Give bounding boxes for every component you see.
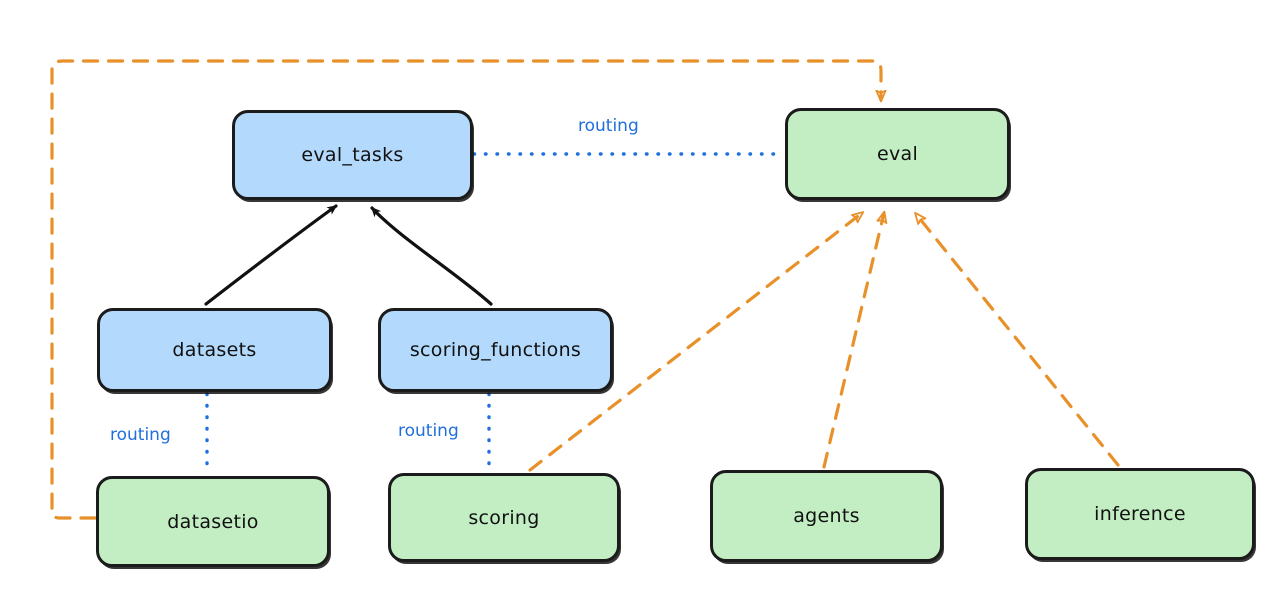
node-label-datasets: datasets xyxy=(172,339,257,361)
node-label-datasetio: datasetio xyxy=(167,510,259,533)
node-label-eval: eval xyxy=(876,143,919,165)
node-agents[interactable]: agents xyxy=(710,470,943,562)
edge-scoring-functions-to-eval-tasks xyxy=(370,206,493,306)
edge-datasets-to-eval-tasks xyxy=(204,204,338,306)
node-label-eval-tasks: eval_tasks xyxy=(301,144,404,166)
node-scoring-functions[interactable]: scoring_functions xyxy=(378,308,613,392)
node-eval[interactable]: eval xyxy=(785,108,1010,200)
edge-label-routing-eval-tasks-eval: routing xyxy=(578,116,639,136)
edge-inference-to-eval xyxy=(916,214,1120,467)
node-scoring[interactable]: scoring xyxy=(388,473,620,562)
node-inference[interactable]: inference xyxy=(1025,468,1255,560)
node-datasets[interactable]: datasets xyxy=(97,308,332,392)
edge-label-routing-datasets-datasetio: routing xyxy=(110,425,171,445)
node-datasetio[interactable]: datasetio xyxy=(96,476,330,567)
node-label-scoring: scoring xyxy=(468,506,540,529)
node-eval-tasks[interactable]: eval_tasks xyxy=(232,110,473,200)
node-label-agents: agents xyxy=(793,505,860,527)
edge-label-routing-scoring-functions-scoring: routing xyxy=(398,421,459,441)
node-label-scoring-functions: scoring_functions xyxy=(409,339,582,361)
edge-agents-to-eval xyxy=(822,213,884,469)
node-label-inference: inference xyxy=(1094,503,1186,525)
edge-scoring-to-eval xyxy=(528,213,862,472)
